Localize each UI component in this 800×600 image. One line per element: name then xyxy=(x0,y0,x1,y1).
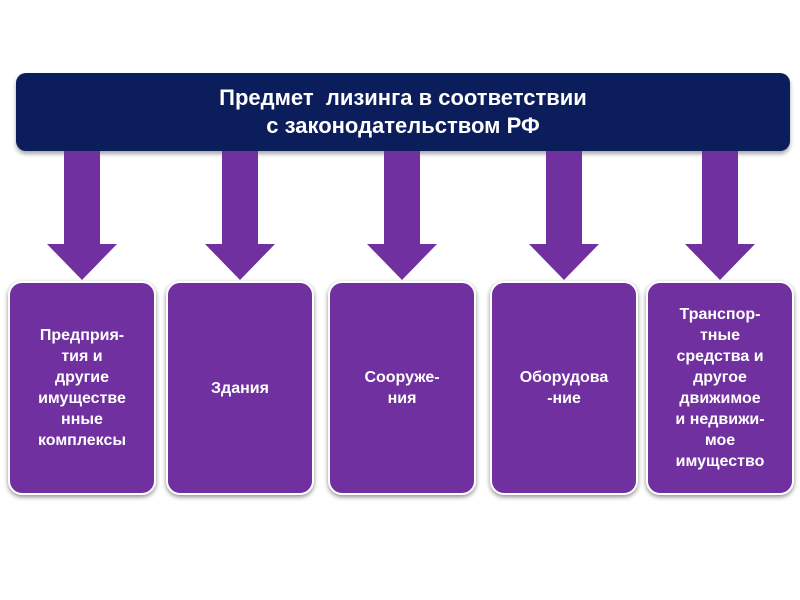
category-5-line: средства и xyxy=(676,348,764,365)
category-5-line: мое xyxy=(704,432,736,449)
category-3-line: Сооруже- xyxy=(364,369,440,386)
category-box-buildings: Здания xyxy=(166,281,314,495)
category-box-vehicles: Транспор- тные средства и другое движимо… xyxy=(646,281,794,495)
category-1-line: комплексы xyxy=(37,432,127,449)
arrow-down-4 xyxy=(529,151,599,280)
category-1-line: тия и xyxy=(61,348,103,365)
category-4-line: -ние xyxy=(547,390,581,407)
category-5-line: другое xyxy=(693,369,747,386)
category-1-line: Предприя- xyxy=(39,327,125,344)
arrow-down-1 xyxy=(47,151,117,280)
category-2-line: Здания xyxy=(211,379,269,397)
arrow-down-3 xyxy=(367,151,437,280)
category-1-line: нные xyxy=(61,411,103,428)
arrow-down-2 xyxy=(205,151,275,280)
category-5-line: тные xyxy=(699,327,741,344)
arrow-down-5 xyxy=(685,151,755,280)
category-box-equipment: Оборудова -ние xyxy=(490,281,638,495)
category-5-line: имущество xyxy=(675,453,765,470)
category-1-line: другие xyxy=(54,369,109,386)
header-title-line-2: с законодательством РФ xyxy=(266,113,540,138)
header-title: Предмет лизинга в соответствии с законод… xyxy=(219,84,587,140)
category-5-line: движимое xyxy=(679,390,761,407)
category-1-line: имуществе xyxy=(38,390,126,407)
diagram-header: Предмет лизинга в соответствии с законод… xyxy=(16,73,790,151)
category-5-line: Транспор- xyxy=(679,306,761,323)
category-4-line: Оборудова xyxy=(519,369,609,386)
category-box-structures: Сооруже- ния xyxy=(328,281,476,495)
category-box-enterprises: Предприя- тия и другие имуществе нные ко… xyxy=(8,281,156,495)
category-5-line: и недвижи- xyxy=(675,411,765,428)
header-title-line-1: Предмет лизинга в соответствии xyxy=(219,85,587,110)
category-3-line: ния xyxy=(387,390,417,407)
